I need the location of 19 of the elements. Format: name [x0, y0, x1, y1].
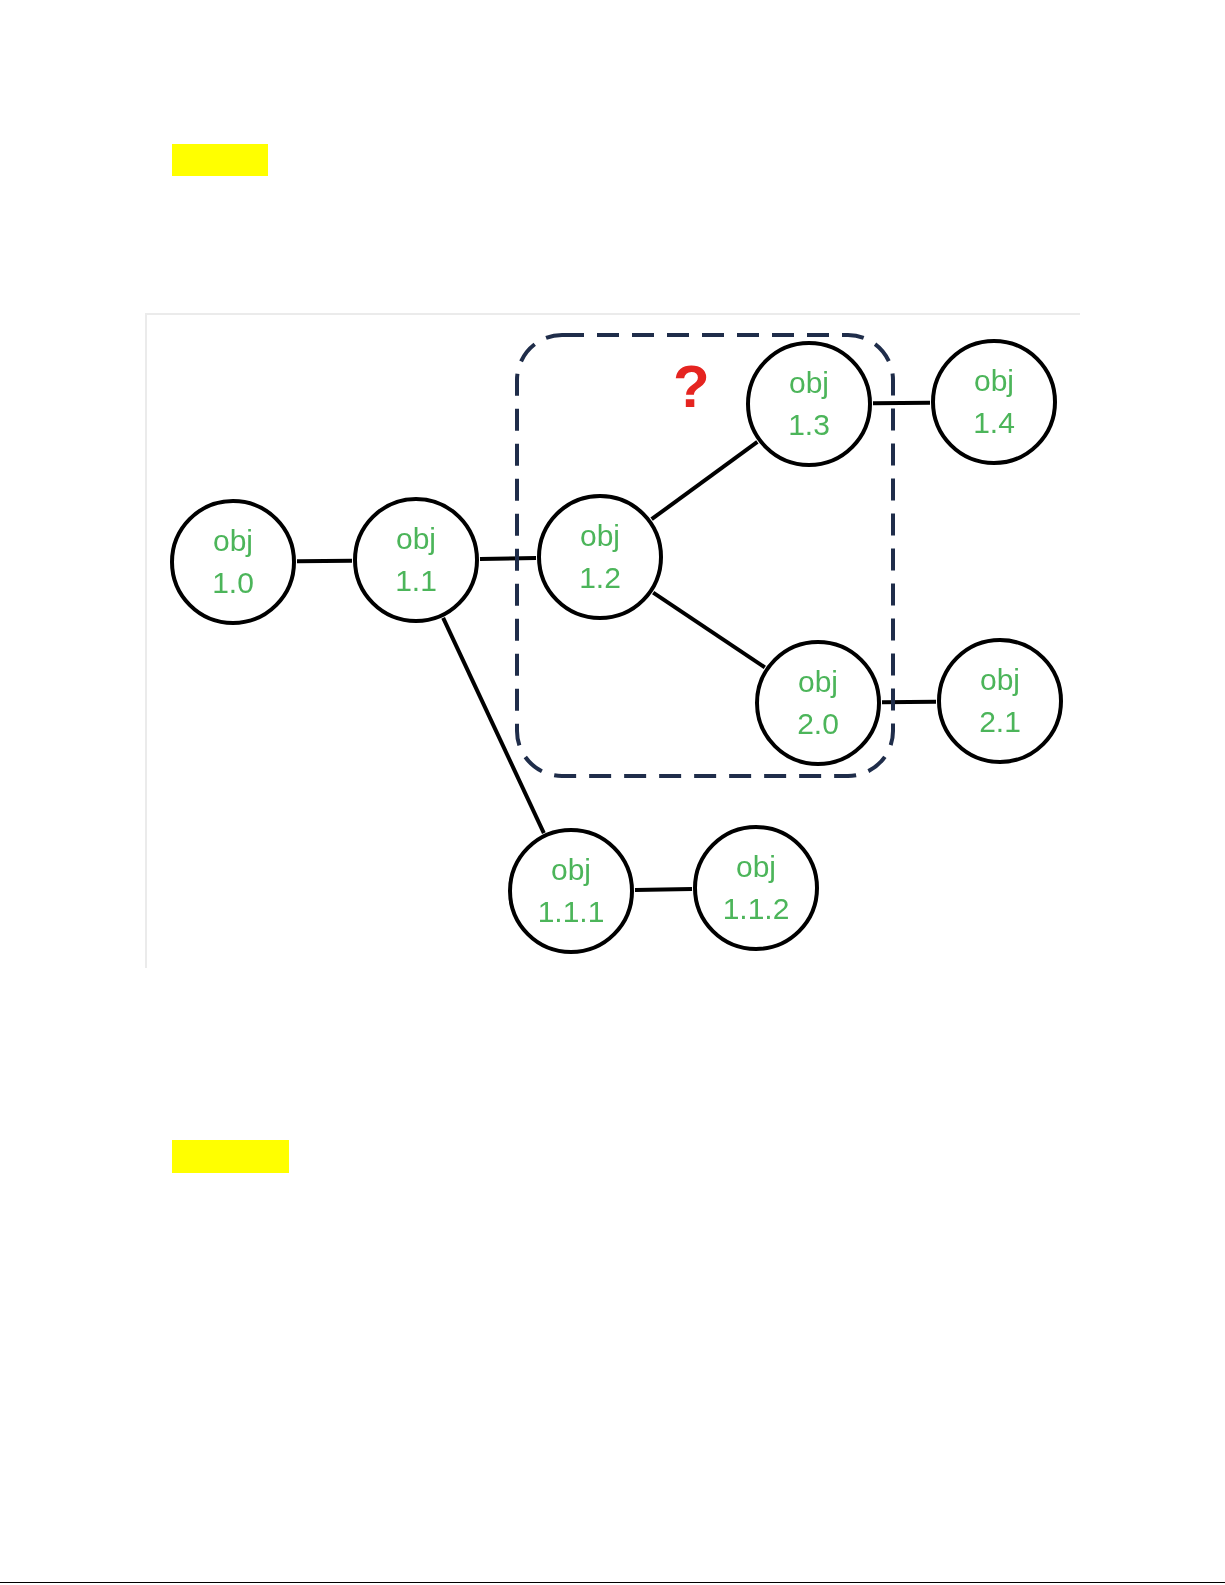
- question-mark: ?: [673, 357, 710, 417]
- connector-line: [634, 887, 693, 892]
- dashed-group-frame: [515, 333, 895, 778]
- node-label: obj 2.0: [797, 664, 839, 742]
- node-label: obj 1.2: [579, 518, 621, 596]
- node-label: obj 2.1: [979, 662, 1021, 740]
- connector-line: [881, 699, 937, 705]
- connector-line: [872, 400, 931, 406]
- node-label: obj 1.0: [212, 523, 254, 601]
- node-label: obj 1.1: [395, 521, 437, 599]
- node-label: obj 1.1.2: [722, 849, 790, 927]
- node-label: obj 1.4: [973, 363, 1015, 441]
- connector-line: [652, 590, 766, 670]
- node-label: obj 1.1.1: [537, 852, 605, 930]
- connector-line: [296, 558, 353, 564]
- node-label: obj 1.3: [788, 365, 830, 443]
- connector-line: [650, 440, 759, 521]
- connector-line: [479, 556, 537, 561]
- connector-line: [441, 617, 546, 834]
